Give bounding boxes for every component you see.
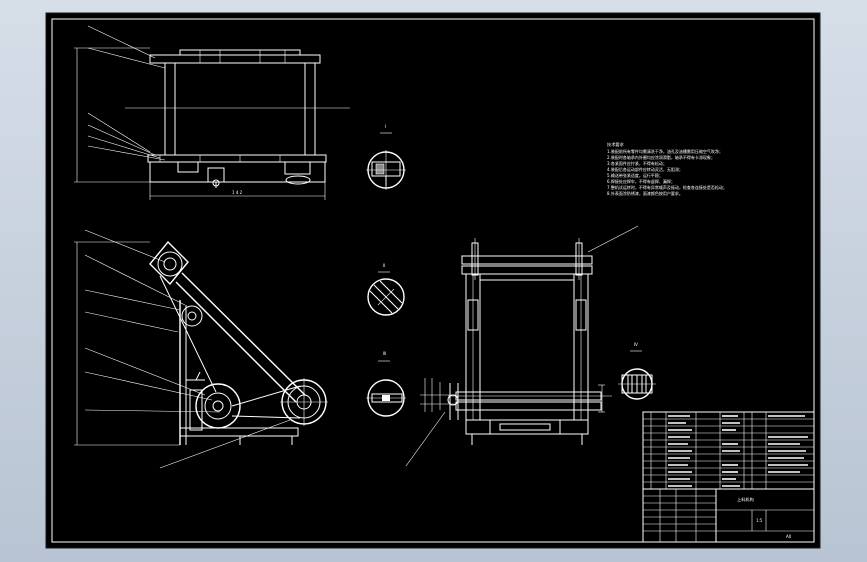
notes-line-6: 6.焊接处应焊牢，不得有虚焊、漏焊； xyxy=(607,178,675,184)
notes-line-5: 5.输送带张紧适度，运行平稳； xyxy=(607,172,663,178)
plan-view xyxy=(405,225,639,467)
sheet-code: A0 xyxy=(786,534,792,539)
notes-line-2: 2.装配时各轴承内外圈均应涂润滑脂，轴承不得有卡滞现象； xyxy=(607,154,715,160)
section-view-4: Ⅳ xyxy=(618,342,656,400)
section-label-4: Ⅳ xyxy=(634,342,638,347)
section-view-2: Ⅱ xyxy=(367,263,405,316)
section-label-3: Ⅲ xyxy=(383,351,386,356)
top-view: 1 4 2 xyxy=(74,25,350,200)
section-view-1: Ⅰ xyxy=(366,124,406,190)
technical-notes: 技术要求 1.装配前所有零件均需清洗干净，油孔及油槽需用压缩空气吹净； 2.装配… xyxy=(607,141,727,196)
drawing-name: 上料机构 xyxy=(737,496,754,503)
notes-line-3: 3.各紧固件应拧紧，不得有松动； xyxy=(607,160,667,166)
section-view-3: Ⅲ xyxy=(366,351,406,417)
top-view-dimension: 1 4 2 xyxy=(232,190,243,195)
notes-line-4: 4.装配后各运动部件应转动灵活，无阻滞； xyxy=(607,166,683,172)
notes-line-1: 1.装配前所有零件均需清洗干净，油孔及油槽需用压缩空气吹净； xyxy=(607,148,723,154)
notes-line-8: 8.外表面涂防锈漆，面漆颜色按用户要求。 xyxy=(607,190,683,196)
front-view xyxy=(74,229,328,469)
notes-line-7: 7.整机试运转时，不得有异常噪声及振动，检查各连接处是否松动； xyxy=(607,184,727,190)
drawing-border xyxy=(51,18,815,543)
title-block: 上料机构 1:5 A0 xyxy=(642,411,815,543)
section-label-1: Ⅰ xyxy=(385,124,386,129)
notes-heading: 技术要求 xyxy=(607,141,625,148)
section-label-2: Ⅱ xyxy=(383,263,385,268)
drawing-scale: 1:5 xyxy=(756,518,763,523)
